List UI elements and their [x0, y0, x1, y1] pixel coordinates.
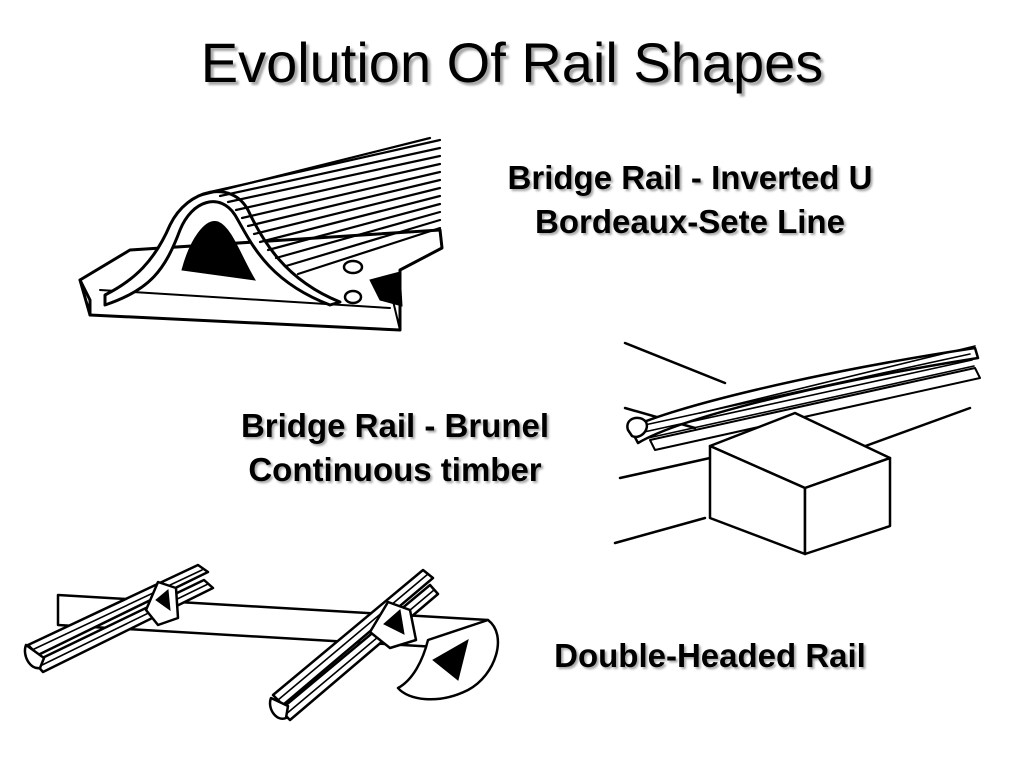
caption-brunel-line2: Continuous timber: [248, 451, 542, 488]
caption-inverted-u-line2: Bordeaux-Sete Line: [535, 203, 845, 240]
inverted-u-bridge-rail-drawing-icon: [78, 136, 444, 332]
caption-inverted-u-line1: Bridge Rail - Inverted U: [507, 159, 873, 196]
brunel-bridge-rail-on-timber-drawing-icon: [613, 341, 981, 556]
caption-double-headed: Double-Headed Rail: [505, 634, 915, 678]
caption-double-headed-line1: Double-Headed Rail: [554, 637, 866, 674]
slide-title: Evolution Of Rail Shapes: [200, 31, 824, 94]
double-headed-rail-on-sleeper-drawing-icon: [23, 563, 500, 722]
caption-brunel-line1: Bridge Rail - Brunel: [240, 407, 550, 444]
caption-inverted-u: Bridge Rail - Inverted U Bordeaux-Sete L…: [455, 156, 925, 244]
caption-brunel: Bridge Rail - Brunel Continuous timber: [190, 404, 600, 492]
